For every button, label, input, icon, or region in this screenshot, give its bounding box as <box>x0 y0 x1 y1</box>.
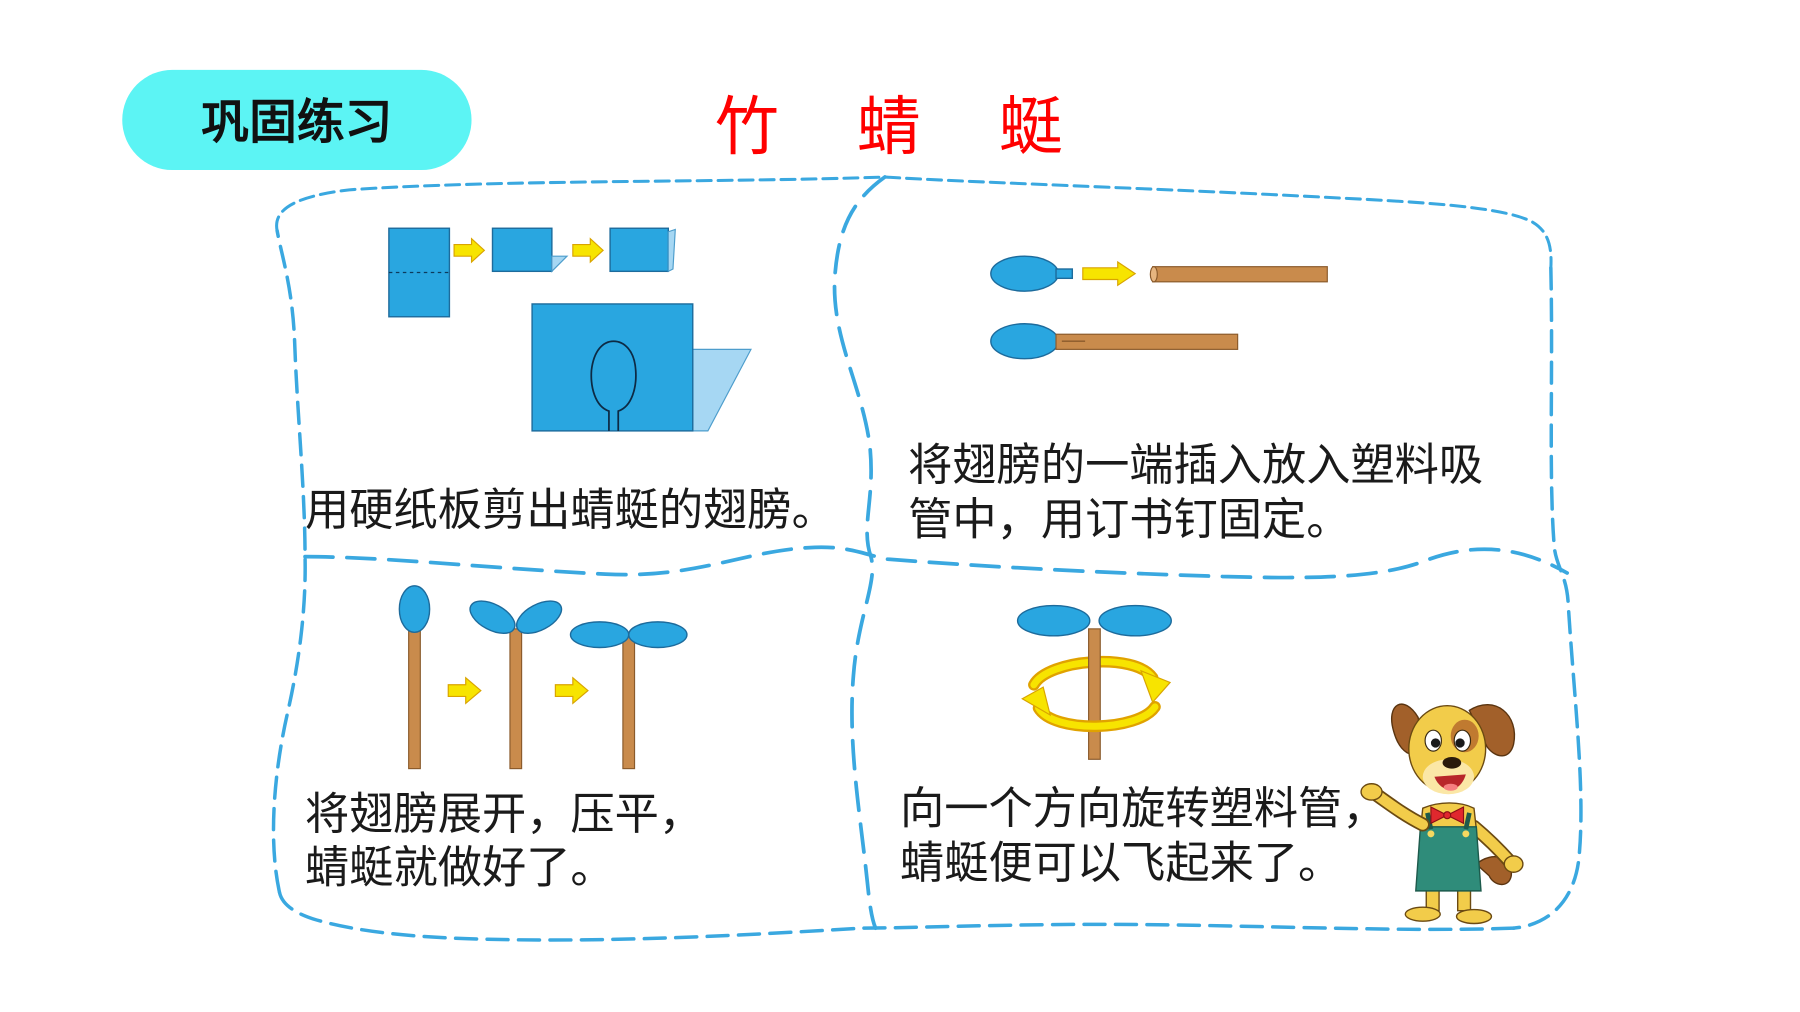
paper-flap <box>667 228 676 273</box>
wing <box>628 621 688 649</box>
wing <box>398 585 431 634</box>
dog-left-hand <box>1360 783 1383 801</box>
yellow-arrow-icon <box>453 237 486 264</box>
wing <box>990 323 1060 360</box>
dog-right-foot <box>1455 908 1493 925</box>
dog-nose <box>1442 756 1462 769</box>
yellow-arrow-icon <box>447 676 482 705</box>
plastic-tube <box>1152 266 1328 283</box>
frame-left-edge <box>271 228 307 894</box>
step-3-text-line-2: 蜻蜓就做好了。 <box>305 843 615 894</box>
yellow-arrow-icon <box>1082 260 1137 287</box>
dog-left-foot <box>1404 906 1441 922</box>
paper-flap <box>551 255 569 273</box>
step-4-text-line-2: 蜻蜓便可以飞起来了。 <box>900 838 1342 889</box>
step-4-text-line-1: 向一个方向旋转塑料管， <box>900 783 1387 834</box>
step-3-illustration <box>398 585 688 770</box>
section-badge: 巩固练习 <box>122 69 472 171</box>
bamboo-stick <box>509 628 523 770</box>
dog-overall-button <box>1427 830 1435 838</box>
bamboo-stick <box>408 625 421 770</box>
step-1-text: 用硬纸板剪出蜻蜓的翅膀。 <box>305 485 836 536</box>
cardboard-sheet <box>531 303 694 432</box>
dog-mascot <box>1360 703 1524 925</box>
step-3-text-line-1: 将翅膀展开，压平， <box>305 789 703 840</box>
wing <box>515 600 563 635</box>
step-2-text-line-1: 将翅膀的一端插入放入塑料吸 <box>908 440 1483 491</box>
plastic-tube <box>1055 333 1239 350</box>
wing-tab <box>1055 268 1074 280</box>
frame-horizontal-divider <box>303 545 1570 580</box>
step-1-illustration <box>388 227 752 432</box>
dog-overalls <box>1415 826 1482 892</box>
dashed-frame <box>271 175 1583 942</box>
paper-flap <box>692 348 752 432</box>
dog-overall-button <box>1462 830 1470 838</box>
step-4-illustration <box>1016 604 1172 760</box>
dog-overall-strap <box>1425 812 1434 830</box>
rotation-arrow-front <box>1035 703 1159 730</box>
wing <box>1016 604 1091 637</box>
dog-left-pupil <box>1430 738 1441 748</box>
yellow-arrow-icon <box>554 676 589 705</box>
wing-cut-outline <box>590 340 637 431</box>
bamboo-stick <box>1088 628 1101 760</box>
page-title: 竹 蜻 蜓 <box>715 91 1070 165</box>
bamboo-stick <box>622 634 636 770</box>
rotation-arrowhead-icon <box>1021 686 1052 717</box>
frame-bottom-edge <box>277 890 1516 942</box>
section-badge-label: 巩固练习 <box>201 96 392 151</box>
dog-overall-strap <box>1463 812 1472 830</box>
dog-bowtie <box>1430 806 1449 825</box>
frame-top-edge <box>275 175 1553 270</box>
folded-paper-card <box>609 227 670 273</box>
folded-paper-card <box>491 227 553 273</box>
wing <box>990 255 1060 292</box>
dog-bowtie <box>1445 806 1465 825</box>
frame-right-edge <box>1511 266 1583 930</box>
yellow-arrow-icon <box>572 237 604 264</box>
dog-right-pupil <box>1455 738 1465 748</box>
dog-left-arm <box>1372 790 1429 830</box>
section-badge-pill <box>122 69 472 171</box>
dog-mouth <box>1434 774 1466 790</box>
dog-right-ear <box>1468 704 1516 757</box>
rotation-arrowhead-icon <box>1140 669 1172 704</box>
step-2-illustration <box>990 255 1328 360</box>
wing <box>1098 604 1172 637</box>
dog-right-hand <box>1503 855 1524 873</box>
dog-tongue <box>1443 783 1458 791</box>
dog-bowtie-knot <box>1443 811 1452 820</box>
wing <box>469 600 516 635</box>
step-2-text-line-2: 管中，用订书钉固定。 <box>908 495 1350 546</box>
tube-opening <box>1149 266 1158 283</box>
wing <box>569 621 630 649</box>
